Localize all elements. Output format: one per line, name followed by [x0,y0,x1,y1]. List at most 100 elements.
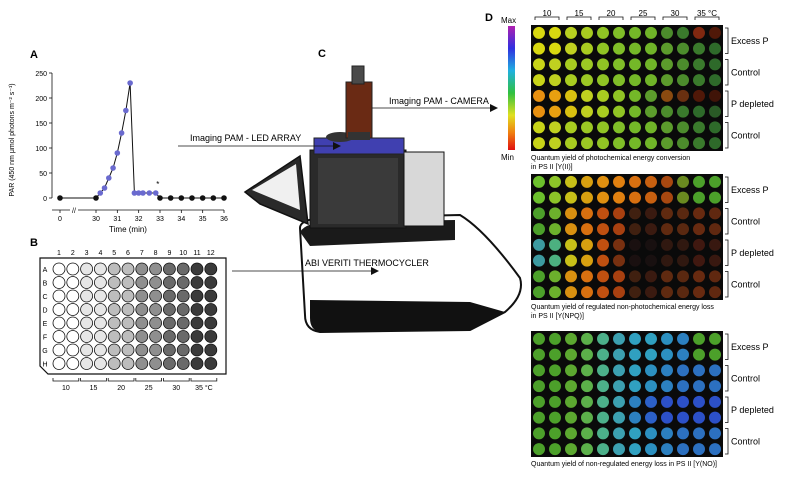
fluorescence-well [581,89,593,102]
plate-well [52,289,66,303]
plate-well [204,276,218,289]
fluorescence-well [533,26,545,39]
fluorescence-well [677,254,689,267]
image-caption-line2: in PS II [Y(II)] [531,164,573,171]
fluorescence-well [581,121,593,134]
fluorescence-well [613,411,625,424]
fluorescence-well [661,427,673,440]
fluorescence-well [709,270,721,283]
plate-row-label: C [42,294,47,301]
fluorescence-well [677,380,689,393]
plate-well [204,343,218,357]
fluorescence-well [533,427,545,440]
x-tick-label: 33 [156,216,164,223]
fluorescence-well [629,286,641,299]
fluorescence-well [581,411,593,424]
fluorescence-well [613,207,625,220]
plate-well [107,343,121,357]
fluorescence-well [661,223,673,236]
plate-well [135,316,149,330]
plate-well [149,316,163,330]
fluorescence-well [533,89,545,102]
camera-body [345,81,373,139]
plate-well [52,316,66,330]
plate-well [66,330,80,343]
fluorescence-well [581,286,593,299]
plate-well [190,330,204,343]
y-tick-label: 200 [35,96,47,103]
asterisk-annotation: * [156,180,159,189]
d-temperature-bracket [598,16,624,20]
fluorescence-well [581,443,593,456]
fluorescence-well [549,191,561,204]
group-label: P depleted [731,248,774,258]
fluorescence-well [709,137,721,150]
group-bracket [725,365,729,392]
fluorescence-well [549,238,561,251]
fluorescence-well [645,348,657,361]
camera-label: Imaging PAM - CAMERA [389,96,489,106]
fluorescence-well [661,254,673,267]
group-label: Control [731,373,760,383]
plate-well [94,262,107,276]
plate-row-label: B [43,281,48,288]
fluorescence-well [629,121,641,134]
fluorescence-well [709,207,721,220]
plate-row-label: F [43,335,47,342]
fluorescence-well [645,42,657,55]
camera-lens [351,65,365,85]
fluorescence-well [533,254,545,267]
camera-mount [348,132,370,140]
plate-well [190,343,204,357]
fluorescence-well [581,207,593,220]
fluorescence-well [549,332,561,345]
plate-well [149,303,163,316]
plate-well [135,357,149,370]
fluorescence-well [661,395,673,408]
fluorescence-well [629,270,641,283]
fluorescence-well [677,137,689,150]
fluorescence-well [565,137,577,150]
par-data-point [127,80,133,86]
fluorescence-well [613,238,625,251]
d-temperature-label: 15 [575,9,584,18]
par-data-point [189,195,195,201]
group-label: Excess P [731,342,769,352]
fluorescence-well [661,74,673,87]
fluorescence-well [629,175,641,188]
fluorescence-image-background [531,25,723,151]
plate-well [80,330,93,343]
fluorescence-well [709,105,721,118]
fluorescence-well [629,58,641,71]
fluorescence-well [693,58,705,71]
fluorescence-well [597,121,609,134]
fluorescence-well [597,191,609,204]
plate-well [121,316,135,330]
fluorescence-well [581,223,593,236]
plate-column-label: 1 [57,250,61,257]
fluorescence-well [613,42,625,55]
fluorescence-well [549,254,561,267]
fluorescence-well [549,364,561,377]
plate-well [149,289,163,303]
plate-row-label: H [42,362,47,369]
plate-well [190,262,204,276]
x-tick-label: 32 [135,216,143,223]
plate-well [176,289,190,303]
par-data-point [157,195,163,201]
par-data-point [114,150,121,156]
fluorescence-well [549,270,561,283]
group-bracket [725,27,729,54]
fluorescence-well [661,443,673,456]
fluorescence-well [645,427,657,440]
x-tick-label: 31 [113,216,121,223]
fluorescence-well [613,58,625,71]
fluorescence-well [645,223,657,236]
plate-well [80,343,93,357]
plate-well [204,316,218,330]
x-tick-label: 36 [220,216,228,223]
fluorescence-well [661,286,673,299]
color-scale-max: Max [501,16,516,25]
fluorescence-well [677,395,689,408]
